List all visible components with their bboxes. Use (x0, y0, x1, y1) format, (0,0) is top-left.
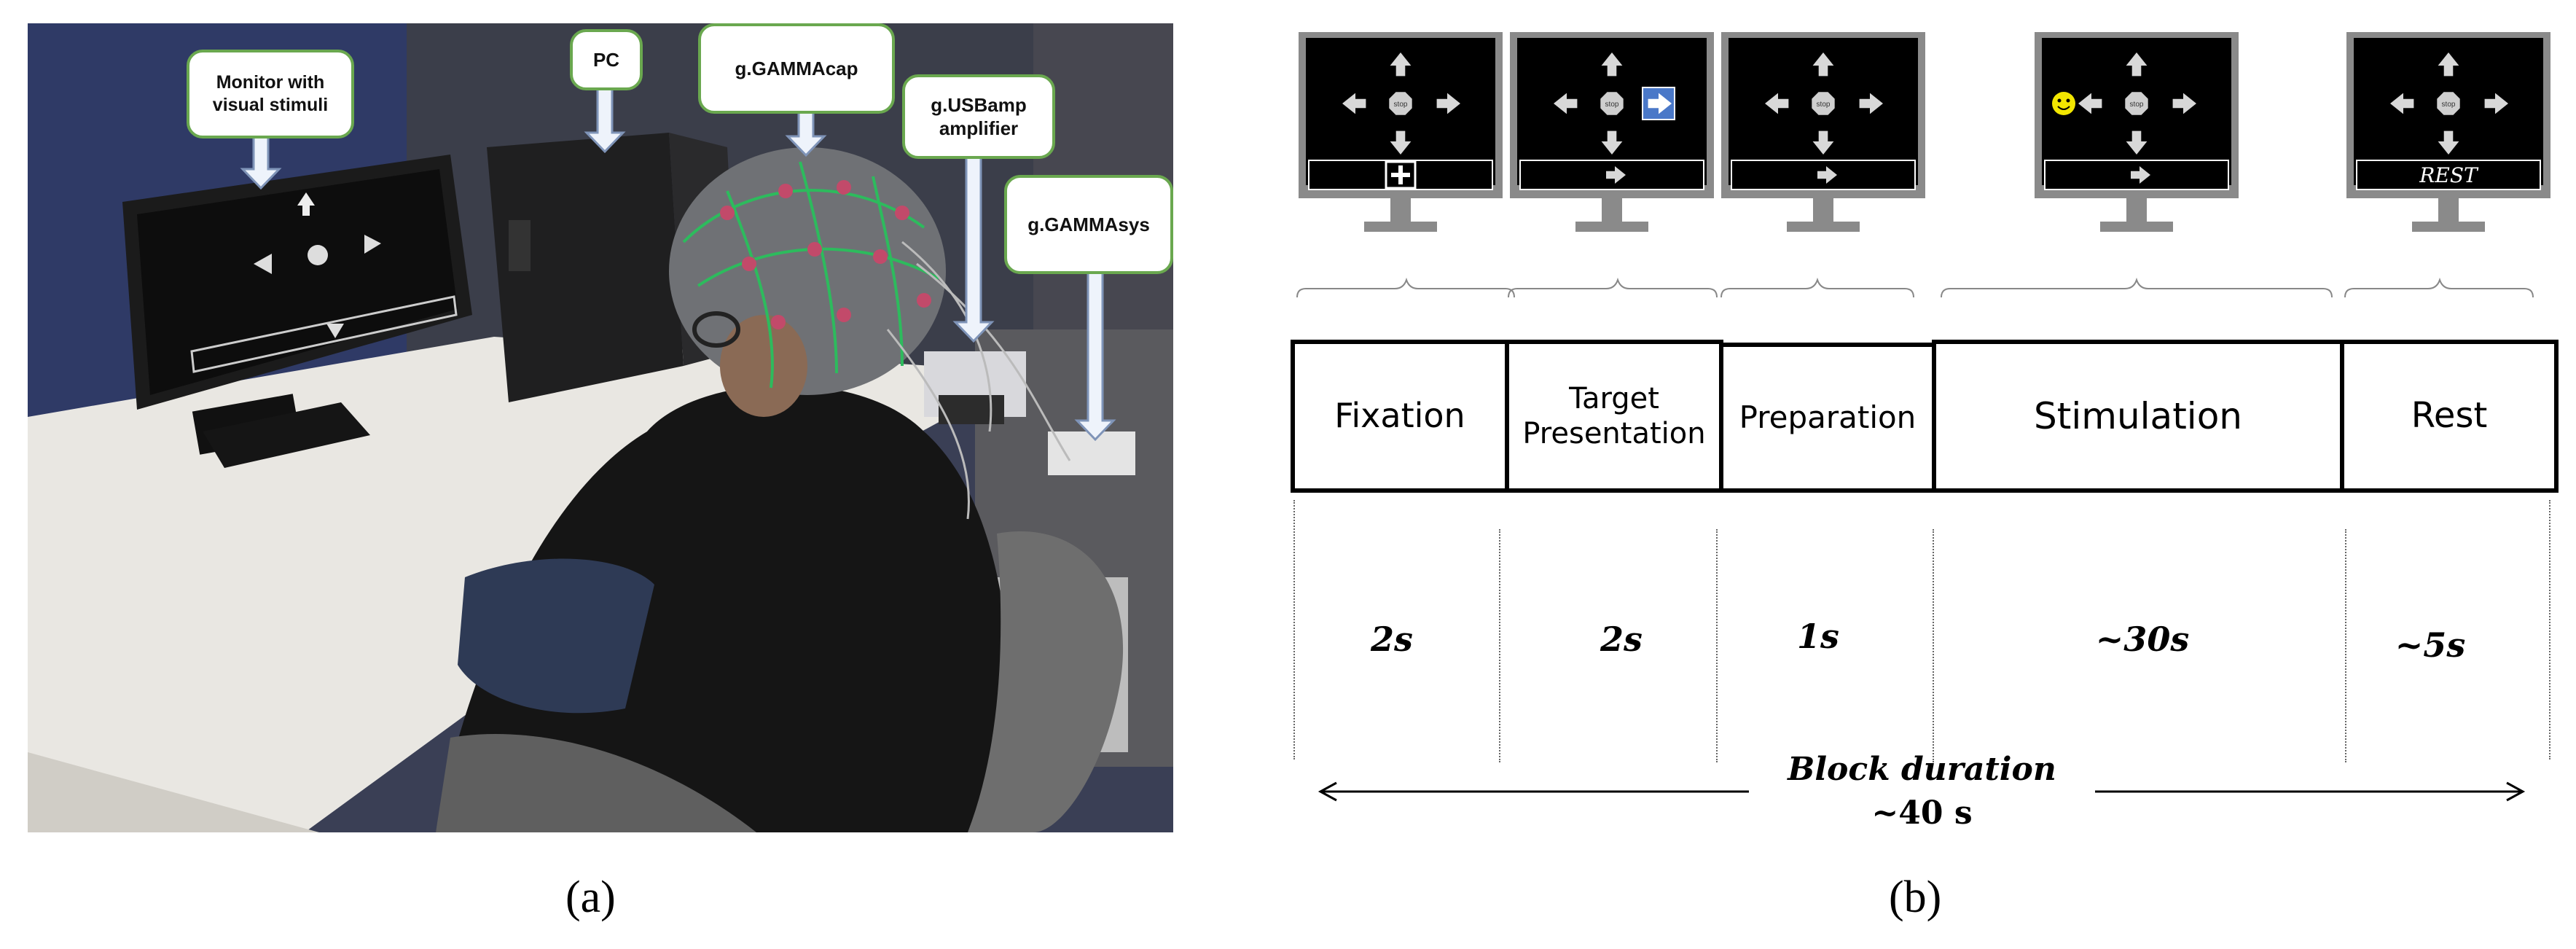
divider-line (1716, 529, 1718, 762)
left-arrow-icon (1342, 93, 1366, 114)
monitor-fixation: stop (1299, 32, 1503, 232)
smiley-icon (2052, 92, 2075, 115)
divider-line (1293, 500, 1295, 759)
divider-line (1933, 529, 1934, 762)
pc-callout: PC (570, 29, 643, 90)
up-arrow-icon (1601, 52, 1623, 77)
stop-icon (1600, 92, 1624, 115)
experiment-setup-photo: Monitor with visual stimuli PC g.GAMMAca… (28, 23, 1173, 832)
phase-rest: Rest (2340, 340, 2559, 493)
down-arrow-icon (1601, 130, 1623, 155)
feedback-bar (1731, 160, 1916, 190)
phase-braces (1296, 277, 2534, 298)
stop-icon (2125, 92, 2148, 115)
stop-label: stop (1394, 101, 1408, 109)
up-arrow-icon (1390, 52, 1412, 77)
up-arrow-icon (1812, 52, 1834, 77)
divider-line (2549, 500, 2550, 759)
stop-icon (2437, 92, 2460, 115)
left-arrow-icon (2390, 93, 2414, 114)
duration-rest: ~5s (2395, 625, 2466, 665)
up-arrow-icon (2126, 52, 2148, 77)
right-arrow-icon (1436, 93, 1460, 114)
gammacap-callout: g.GAMMAcap (698, 23, 895, 114)
panel-a-label: (a) (565, 872, 616, 922)
phase-preparation: Preparation (1719, 343, 1936, 493)
duration-target: 2s (1600, 620, 1643, 659)
up-arrow-icon (2438, 52, 2459, 77)
rest-text: REST (2419, 163, 2479, 187)
left-arrow-icon (2078, 93, 2102, 114)
right-arrow-icon (1648, 93, 1672, 114)
duration-fixation: 2s (1371, 620, 1413, 659)
block-duration-label: Block duration (1788, 751, 2056, 788)
left-arrow-icon (1554, 93, 1578, 114)
stop-label: stop (2442, 101, 2456, 109)
phase-target-presentation: Target Presentation (1505, 340, 1723, 493)
bar-right-arrow-icon (1817, 166, 1837, 184)
monitor-stimulation: stop (2035, 32, 2239, 232)
down-arrow-icon (2438, 130, 2459, 155)
duration-preparation: 1s (1797, 617, 1839, 656)
down-arrow-icon (2126, 130, 2148, 155)
right-arrow-icon (2172, 93, 2196, 114)
callout-arrows (240, 87, 1116, 442)
panel-b-label: (b) (1889, 872, 1942, 922)
bar-right-arrow-icon (1606, 166, 1626, 184)
stop-icon (1812, 92, 1835, 115)
divider-line (2345, 529, 2346, 762)
phase-fixation: Fixation (1291, 340, 1509, 493)
monitor-callout: Monitor with visual stimuli (187, 50, 354, 138)
stop-icon (1389, 92, 1412, 115)
stop-label: stop (1605, 101, 1619, 109)
feedback-bar (2356, 160, 2541, 190)
divider-line (1499, 529, 1500, 762)
target-highlight (1642, 87, 1675, 120)
usbamp-callout: g.USBamp amplifier (902, 74, 1055, 159)
down-arrow-icon (1390, 130, 1412, 155)
block-duration-value: ~40 s (1871, 794, 1973, 832)
stop-label: stop (2130, 101, 2144, 109)
monitor-preparation: stop (1721, 32, 1925, 232)
bar-right-arrow-icon (2131, 166, 2150, 184)
monitor-target: stop (1510, 32, 1714, 232)
left-arrow-icon (1765, 93, 1789, 114)
right-arrow-icon (1859, 93, 1883, 114)
stop-label: stop (1817, 101, 1831, 109)
gammasys-callout: g.GAMMAsys (1004, 175, 1173, 274)
duration-stimulation: ~30s (2095, 620, 2190, 659)
right-arrow-icon (2484, 93, 2508, 114)
down-arrow-icon (1812, 130, 1834, 155)
